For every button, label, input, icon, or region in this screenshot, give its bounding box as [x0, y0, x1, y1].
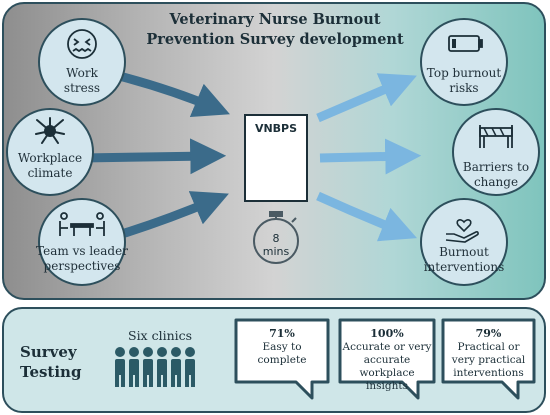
survey-testing-line1: Survey	[20, 343, 77, 361]
result-1-line1: Easy to	[262, 341, 302, 353]
result-3-line1: Practical or	[457, 341, 520, 353]
stressed-face-icon	[67, 29, 97, 59]
vnbps-title: VNBPS	[254, 122, 298, 135]
timer-label: 8 mins	[250, 232, 302, 258]
result-2-line1: Accurate or very	[342, 341, 432, 353]
diagram-title: Veterinary Nurse Burnout Prevention Surv…	[140, 10, 410, 50]
result-2-percent: 100%	[370, 327, 404, 340]
people-group-icon	[115, 347, 195, 387]
team-leader-label-line1: Team vs leader	[36, 244, 128, 258]
result-3-line2: very practical	[451, 354, 526, 366]
low-battery-icon	[448, 35, 483, 52]
result-1-line2: complete	[257, 354, 307, 366]
team-leader-circle	[38, 198, 126, 286]
top-risks-label: Top burnout risks	[422, 66, 506, 96]
timer-value: 8	[272, 232, 280, 245]
barriers-label: Barriers to change	[456, 160, 536, 190]
barriers-circle	[452, 108, 540, 196]
interventions-label: Burnout interventions	[420, 245, 508, 275]
team-leader-label: Team vs leader perspectives	[36, 244, 128, 274]
hand-heart-icon	[445, 219, 479, 243]
arrow-workplace-climate	[81, 138, 227, 175]
title-line-1: Veterinary Nurse Burnout	[169, 11, 381, 28]
arrow-barriers	[319, 138, 422, 175]
work-stress-label-line2: stress	[63, 81, 101, 95]
result-2-line3: workplace insights	[359, 367, 415, 392]
result-bubble-3	[441, 318, 536, 400]
arrow-top-risks	[316, 73, 417, 123]
stopwatch-icon	[253, 211, 299, 264]
team-leader-label-line2: perspectives	[43, 259, 121, 273]
vnbps-document: VNBPS	[244, 114, 308, 202]
work-stress-label-line1: Work	[66, 66, 98, 80]
workplace-climate-label-line1: Workplace	[17, 151, 83, 165]
work-stress-circle	[38, 18, 126, 106]
team-hands-icon	[35, 117, 65, 144]
work-stress-label: Work stress	[48, 66, 116, 96]
clinics-label: Six clinics	[128, 328, 193, 343]
barriers-label-line1: Barriers to	[462, 160, 530, 174]
interventions-label-line2: interventions	[423, 260, 505, 274]
result-bubble-1	[234, 318, 330, 400]
result-bubble-2	[338, 318, 436, 400]
title-line-2: Prevention Survey development	[146, 31, 404, 48]
result-1-text: 71% Easy to complete	[238, 327, 326, 367]
top-risks-label-line2: risks	[449, 81, 479, 95]
workplace-climate-label: Workplace climate	[10, 151, 90, 181]
timer-unit: mins	[262, 245, 290, 258]
result-2-line2: accurate	[363, 354, 411, 366]
result-2-text: 100% Accurate or very accurate workplace…	[340, 327, 434, 393]
workplace-climate-circle	[6, 108, 94, 196]
top-risks-circle	[420, 18, 508, 106]
meeting-table-icon	[59, 212, 105, 236]
result-3-percent: 79%	[475, 327, 502, 340]
interventions-label-line1: Burnout	[439, 245, 489, 259]
survey-testing-line2: Testing	[20, 363, 82, 381]
arrow-interventions	[316, 191, 418, 242]
barriers-label-line2: change	[473, 175, 519, 189]
result-3-line3: interventions	[453, 367, 524, 379]
survey-testing-title: Survey Testing	[20, 342, 81, 382]
workplace-climate-label-line2: climate	[27, 166, 73, 180]
result-3-text: 79% Practical or very practical interven…	[443, 327, 534, 380]
barrier-icon	[479, 125, 513, 148]
result-1-percent: 71%	[269, 327, 295, 340]
top-risks-label-line1: Top burnout	[426, 66, 502, 80]
